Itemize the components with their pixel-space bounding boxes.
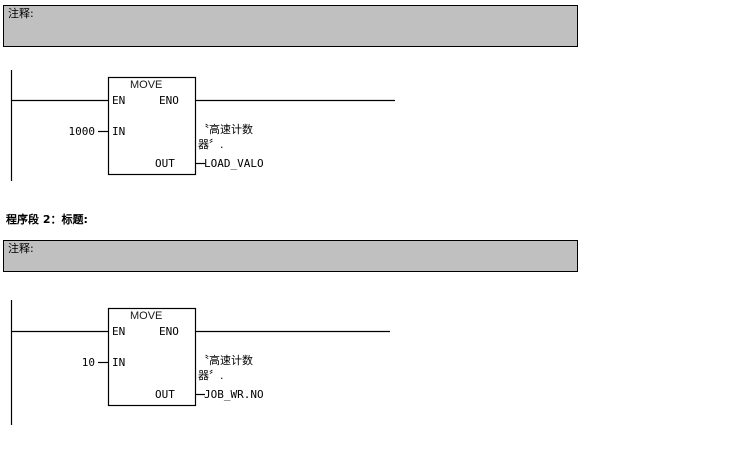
network-1-in-value[interactable]: 1000 [68, 125, 96, 138]
network-1-out-operand-line-2[interactable]: 器〞. [198, 138, 224, 151]
network-1-out-label: OUT [155, 157, 175, 170]
network-1-block-name: MOVE [130, 79, 163, 91]
network-1-en-label: EN [112, 94, 126, 107]
network-2-comment-text: 注释: [8, 242, 34, 255]
network-2-out-operand-line-2[interactable]: 器〞. [198, 369, 224, 382]
network-1-in-label: IN [112, 125, 126, 138]
network-2-out-label: OUT [155, 388, 175, 401]
network-2-in-label: IN [112, 356, 126, 369]
network-2-out-operand-line-3[interactable]: JOB_WR.NO [204, 388, 264, 401]
network-1-comment-text: 注释: [8, 7, 34, 20]
network-2-in-value[interactable]: 10 [81, 356, 95, 369]
network-2-eno-label: ENO [159, 325, 179, 338]
network-2-title: 程序段 2：标题: [6, 213, 88, 226]
network-2-en-label: EN [112, 325, 126, 338]
network-2-block-name: MOVE [130, 310, 163, 322]
network-1-out-operand-line-3[interactable]: LOAD_VALO [204, 157, 264, 170]
network-2-out-operand-line-1[interactable]: 〝高速计数 [198, 354, 253, 367]
network-2-comment-box[interactable]: 注释: [3, 240, 578, 272]
network-1-out-operand-line-1[interactable]: 〝高速计数 [198, 123, 253, 136]
network-1-comment-box[interactable]: 注释: [3, 5, 578, 47]
network-1-eno-label: ENO [159, 94, 179, 107]
